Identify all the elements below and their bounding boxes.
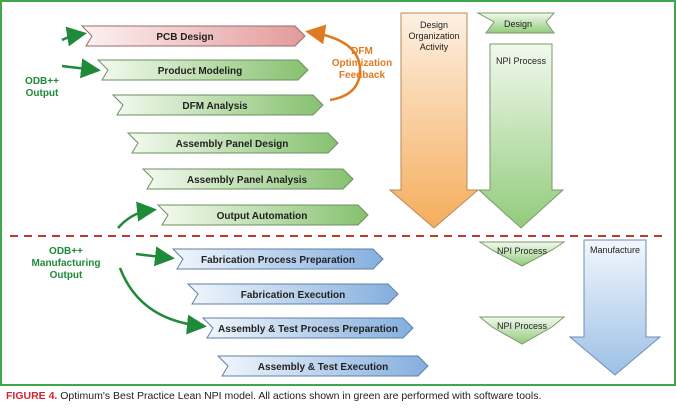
- svg-text:Manufacture: Manufacture: [590, 245, 640, 255]
- npi-model-diagram: PCB Design Product Modeling DFM Analysis…: [10, 12, 666, 377]
- svg-text:Output: Output: [26, 88, 59, 99]
- step-assembly-test-execution: Assembly & Test Execution: [216, 355, 429, 377]
- odb-to-fab-prep-arrow: [135, 246, 175, 267]
- step-assembly-panel-design: Assembly Panel Design: [126, 132, 339, 154]
- step-pcb-design: PCB Design: [80, 25, 306, 47]
- dfm-feedback-label: DFM Optimization Feedback: [332, 46, 393, 81]
- step-assembly-test-process-preparation: Assembly & Test Process Preparation: [201, 317, 414, 339]
- caption-text: Optimum's Best Practice Lean NPI model. …: [57, 390, 542, 402]
- step-label: Fabrication Execution: [241, 290, 345, 301]
- svg-text:NPI Process: NPI Process: [497, 246, 548, 256]
- odb-to-modeling-arrow: [61, 58, 101, 79]
- odb-to-assembly-prep-arrow: [118, 267, 207, 335]
- step-label: Output Automation: [217, 211, 308, 222]
- svg-text:Feedback: Feedback: [339, 70, 386, 81]
- svg-text:Design: Design: [504, 19, 532, 29]
- svg-text:NPI Process: NPI Process: [496, 56, 547, 66]
- figure-caption: FIGURE 4. Optimum's Best Practice Lean N…: [6, 389, 670, 403]
- svg-text:ODB++: ODB++: [25, 76, 59, 87]
- step-assembly-panel-analysis: Assembly Panel Analysis: [141, 168, 354, 190]
- svg-text:Output: Output: [50, 270, 83, 281]
- step-label: PCB Design: [156, 32, 213, 43]
- svg-text:ODB++: ODB++: [49, 246, 83, 257]
- design-arrow: Design: [476, 12, 556, 34]
- npi-process-arrow-assembly: NPI Process: [478, 316, 566, 345]
- output-automation-arrow: [117, 201, 157, 229]
- svg-text:Design: Design: [420, 20, 448, 30]
- svg-text:Activity: Activity: [420, 42, 449, 52]
- step-label: Assembly & Test Execution: [258, 362, 388, 373]
- figure-number: FIGURE 4.: [6, 390, 58, 402]
- step-label: Assembly & Test Process Preparation: [218, 324, 398, 335]
- svg-text:Organization: Organization: [408, 31, 459, 41]
- odb-to-pcb-arrow: [61, 26, 87, 47]
- step-fabrication-process-preparation: Fabrication Process Preparation: [171, 248, 384, 270]
- step-label: Product Modeling: [158, 66, 242, 77]
- odb-output-label: ODB++ Output: [25, 76, 59, 99]
- svg-text:NPI Process: NPI Process: [497, 321, 548, 331]
- svg-text:DFM: DFM: [351, 46, 373, 57]
- step-label: Assembly Panel Analysis: [187, 175, 308, 186]
- step-output-automation: Output Automation: [156, 204, 369, 226]
- step-fabrication-execution: Fabrication Execution: [186, 283, 399, 305]
- design-organization-activity-arrow: Design Organization Activity: [388, 12, 480, 229]
- svg-text:Manufacturing: Manufacturing: [32, 258, 101, 269]
- dfm-feedback-arrow: [305, 24, 362, 102]
- step-dfm-analysis: DFM Analysis: [111, 94, 324, 116]
- step-label: Assembly Panel Design: [176, 139, 289, 150]
- odb-manufacturing-output-label: ODB++ Manufacturing Output: [32, 246, 101, 281]
- npi-process-arrow-fabrication: NPI Process: [478, 241, 566, 267]
- manufacture-arrow: Manufacture: [568, 239, 662, 376]
- npi-process-arrow-design: NPI Process: [477, 43, 565, 229]
- step-label: DFM Analysis: [182, 101, 248, 112]
- svg-text:Optimization: Optimization: [332, 58, 393, 69]
- step-product-modeling: Product Modeling: [96, 59, 309, 81]
- step-label: Fabrication Process Preparation: [201, 255, 355, 266]
